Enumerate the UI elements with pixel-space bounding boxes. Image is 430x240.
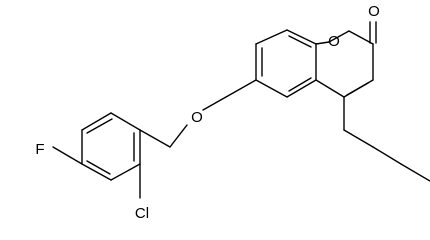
fluoro-chloro-benzene-ring xyxy=(81,112,141,181)
propyl-chain xyxy=(343,96,430,182)
fused-benzene-ring xyxy=(255,29,317,98)
chlorine-label: Cl xyxy=(135,205,149,222)
fluorine-bond xyxy=(52,146,83,165)
carbonyl-bond xyxy=(369,21,377,44)
pyranone-ring xyxy=(315,30,374,98)
carbonyl-oxygen-label: O xyxy=(368,3,380,20)
ring-oxygen-label: O xyxy=(328,33,340,50)
structure-canvas: O O O F Cl xyxy=(35,3,430,222)
ether-linkage xyxy=(139,79,257,148)
ether-oxygen-label: O xyxy=(191,109,203,126)
molecule-svg: O O O F Cl xyxy=(35,3,430,222)
fluorine-label: F xyxy=(35,141,44,158)
